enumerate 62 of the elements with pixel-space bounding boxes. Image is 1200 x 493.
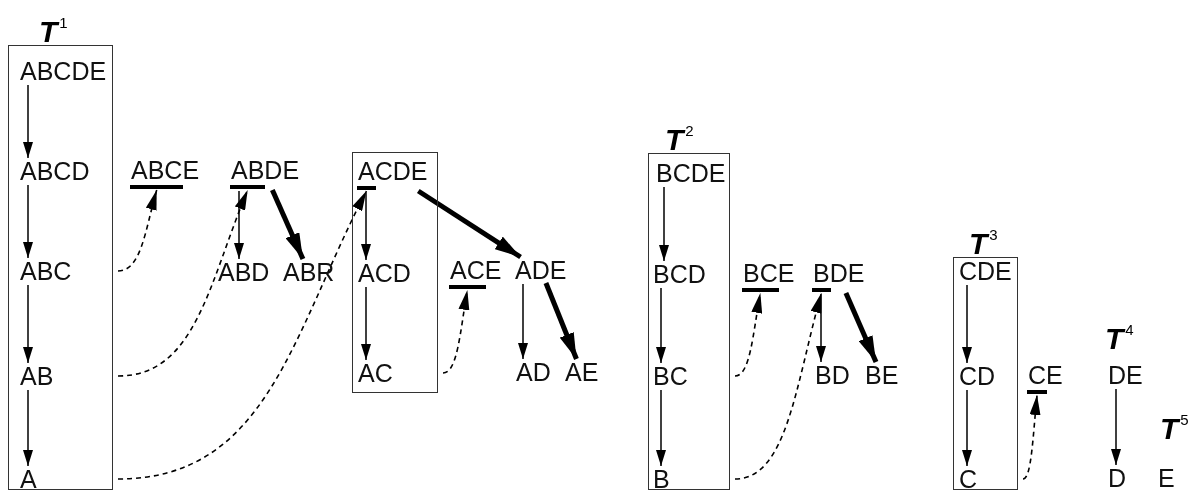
itemset-text: ACDE [358, 157, 428, 185]
arrow [23, 284, 33, 364]
dashed-arrow [1022, 394, 1041, 480]
tree-heading: T$^{1}$ [39, 13, 68, 47]
tree-heading: T$^{4}$ [1105, 320, 1134, 354]
itemset-text: BDE [813, 259, 865, 287]
thick-arrow [543, 282, 579, 360]
itemset-text: BD [815, 361, 850, 389]
itemset-text: CE [1028, 361, 1063, 389]
dashed-arrow [117, 189, 249, 377]
tree-heading: T$^{5}$ [1160, 410, 1189, 444]
arrow [962, 389, 972, 467]
itemset-text: ACE [450, 256, 502, 284]
itemset-text: AE [565, 358, 599, 386]
tree-heading: T$^{2}$ [665, 121, 694, 155]
itemset-text: ADE [515, 256, 567, 284]
itemset-text: AB [20, 362, 54, 390]
itemset-text: B [653, 465, 670, 493]
arrow [816, 293, 826, 363]
thick-arrow [843, 292, 879, 363]
arrow [1111, 388, 1121, 466]
dashed-arrow [442, 289, 470, 374]
arrow [361, 286, 371, 361]
itemset-text: BCDE [656, 159, 726, 187]
itemset-text: ACD [358, 259, 411, 287]
itemset-text: BE [865, 361, 899, 389]
arrow [361, 191, 371, 261]
arrow [23, 389, 33, 467]
arrow [656, 287, 666, 364]
itemset-text: D [1108, 464, 1127, 492]
arrow [518, 283, 528, 360]
itemset-text: ABC [20, 257, 72, 285]
itemset-text: AD [516, 358, 551, 386]
tree-heading: T$^{3}$ [969, 225, 998, 259]
itemset-text: AC [358, 359, 393, 387]
dashed-arrow [117, 189, 158, 272]
itemset-text: ABCE [131, 156, 200, 184]
itemset-text: BCD [653, 260, 706, 288]
dashed-arrow [734, 292, 763, 377]
thick-arrow [416, 188, 522, 260]
arrow [23, 184, 33, 259]
thick-arrow [270, 189, 306, 260]
itemset-text: ABCDE [20, 57, 107, 85]
itemset-text: ABCD [20, 157, 90, 185]
arrow [962, 284, 972, 364]
arrow [234, 190, 244, 260]
itemset-text: E [1158, 464, 1175, 492]
group-box [352, 152, 438, 393]
itemset-text: CDE [959, 257, 1012, 285]
itemset-text: DE [1108, 361, 1143, 389]
itemset-text: ABDE [231, 156, 300, 184]
arrow [23, 84, 33, 159]
arrow [656, 389, 666, 467]
itemset-text: A [20, 465, 37, 493]
itemset-text: CD [959, 362, 996, 390]
arrow [659, 186, 669, 262]
itemset-text: BCE [743, 259, 795, 287]
dashed-arrow [117, 190, 368, 480]
itemset-text: ABD [218, 258, 270, 286]
itemset-text: C [959, 465, 978, 493]
itemset-text: BC [653, 362, 688, 390]
itemset-text: ABR [283, 258, 335, 286]
